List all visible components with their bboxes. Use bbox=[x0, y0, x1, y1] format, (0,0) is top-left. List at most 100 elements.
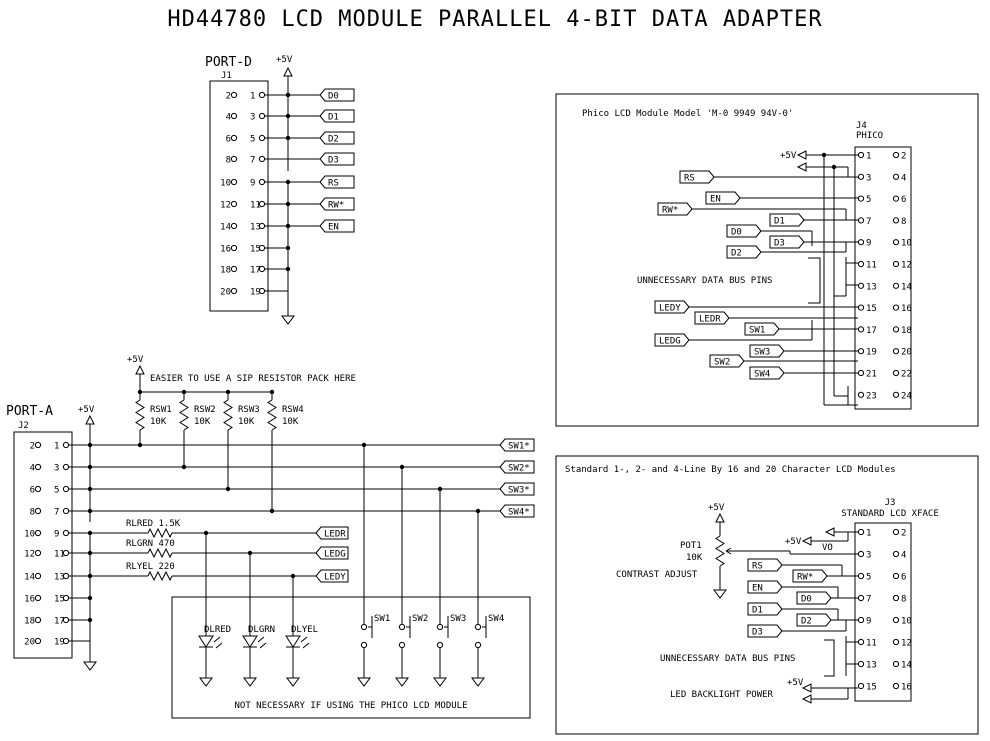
pin-circle bbox=[892, 326, 900, 333]
pin-circle bbox=[474, 641, 482, 649]
j1-vcc-label: +5V bbox=[276, 55, 293, 65]
j1-pin-odd: 19 bbox=[250, 288, 261, 298]
pin-circle bbox=[258, 91, 266, 99]
j1-pin-even: 14 bbox=[220, 223, 231, 233]
pot-vcc-label: +5V bbox=[708, 503, 725, 513]
pin-circle bbox=[892, 594, 900, 602]
j4-pin-odd: 21 bbox=[866, 370, 877, 380]
pin-circle bbox=[230, 155, 238, 163]
switch-name: SW2 bbox=[412, 614, 428, 624]
pin-circle bbox=[892, 550, 900, 558]
led-diode bbox=[242, 635, 258, 648]
j3-pin-odd: 13 bbox=[866, 661, 877, 671]
j3-signal-tag bbox=[747, 580, 783, 594]
pin-circle bbox=[892, 572, 900, 580]
j4-signal-tag-label: D0 bbox=[731, 228, 742, 238]
j4-signal-tag bbox=[769, 235, 805, 249]
switch-net-tag-label: SW3* bbox=[508, 486, 530, 496]
pin-circle bbox=[892, 304, 900, 311]
j2-pin-odd: 5 bbox=[54, 486, 59, 496]
j3-signal-tag-label: EN bbox=[752, 584, 763, 594]
pullup-resistor bbox=[267, 399, 277, 431]
pot-wiper bbox=[725, 547, 732, 555]
standard-box bbox=[555, 455, 979, 735]
pin-circle bbox=[857, 369, 865, 377]
pin-circle bbox=[258, 178, 266, 186]
j1-signal-tag-label: EN bbox=[328, 223, 339, 233]
j4-pin-odd: 19 bbox=[866, 348, 877, 358]
j2-pin-odd: 9 bbox=[54, 530, 59, 540]
ground-symbol bbox=[286, 677, 300, 687]
j4-signal-tag bbox=[705, 191, 741, 205]
led-resistor bbox=[147, 547, 173, 559]
j1-signal-tag-label: D2 bbox=[328, 135, 339, 145]
pullup-value: 10K bbox=[150, 417, 167, 427]
switch-net-tag bbox=[499, 504, 535, 518]
j1-signal-tag-label: RW* bbox=[328, 201, 344, 211]
ground-symbol bbox=[433, 677, 447, 687]
j1-signal-tag bbox=[319, 219, 355, 233]
led-resistor-label: RLGRN 470 bbox=[126, 539, 175, 549]
led-net-tag-label: LEDY bbox=[324, 573, 346, 583]
rsw-vcc-label: +5V bbox=[127, 355, 144, 365]
pin-circle bbox=[892, 369, 900, 377]
j4-pin-even: 10 bbox=[901, 239, 912, 249]
j1-signal-tag-label: D1 bbox=[328, 113, 339, 123]
switch-net-tag-label: SW4* bbox=[508, 508, 530, 518]
switch-name: SW1 bbox=[374, 614, 390, 624]
j3-signal-tag bbox=[792, 569, 828, 583]
pin-circle bbox=[62, 441, 70, 449]
pin-circle bbox=[398, 623, 406, 631]
pin-circle bbox=[34, 485, 42, 493]
pin-circle bbox=[857, 682, 865, 690]
j2-pin-even: 18 bbox=[24, 617, 35, 627]
j3-signal-tag-label: D2 bbox=[801, 617, 812, 627]
led-name: DLYEL bbox=[291, 625, 318, 635]
j3-body bbox=[854, 522, 912, 702]
j3-backlight-arrow bbox=[801, 683, 812, 693]
j3-signal-tag-label: D0 bbox=[801, 595, 812, 605]
j4-gnd-arrow bbox=[796, 162, 807, 172]
pin-circle bbox=[857, 260, 865, 268]
j3-pin-odd: 11 bbox=[866, 639, 877, 649]
pin-circle bbox=[34, 441, 42, 449]
j3-pin-even: 4 bbox=[901, 551, 906, 561]
pin-circle bbox=[857, 151, 865, 159]
pin-circle bbox=[892, 282, 900, 289]
j1-pin-odd: 5 bbox=[250, 135, 255, 145]
rsw-vcc-arrow bbox=[135, 364, 145, 375]
j2-pin-odd: 1 bbox=[54, 442, 59, 452]
j3-signal-tag bbox=[747, 558, 783, 572]
j4-signal-tag-label: D1 bbox=[774, 217, 785, 227]
j1-pin-even: 2 bbox=[226, 92, 231, 102]
j3-pin-even: 6 bbox=[901, 573, 906, 583]
pin-circle bbox=[857, 217, 865, 224]
j2-vcc-arrow bbox=[85, 414, 95, 425]
j4-signal-tag-label: SW4 bbox=[754, 370, 770, 380]
j3-gnd-arrow bbox=[824, 527, 835, 537]
j3-signal-tag bbox=[796, 591, 832, 605]
pot-vcc-arrow bbox=[715, 512, 725, 523]
pin-circle bbox=[892, 195, 900, 202]
pot-name: POT1 bbox=[680, 541, 702, 551]
pin-circle bbox=[360, 623, 368, 631]
pin-circle bbox=[230, 91, 238, 99]
pot-vo-label: VO bbox=[822, 543, 833, 553]
j1-pin-odd: 13 bbox=[250, 223, 261, 233]
j3-backlight-gnd-arrow bbox=[801, 694, 812, 704]
j4-signal-tag bbox=[654, 333, 690, 347]
j1-pin-even: 4 bbox=[226, 113, 231, 123]
switch-name: SW3 bbox=[450, 614, 466, 624]
led-diode bbox=[198, 635, 214, 648]
optional-note: NOT NECESSARY IF USING THE PHICO LCD MOD… bbox=[235, 701, 468, 711]
pin-circle bbox=[857, 326, 865, 333]
standard-caption: Standard 1-, 2- and 4-Line By 16 and 20 … bbox=[565, 465, 896, 475]
j4-body bbox=[854, 146, 912, 410]
j1-signal-tag bbox=[319, 197, 355, 211]
j3-signal-tag-label: RS bbox=[752, 562, 763, 572]
pin-circle bbox=[892, 638, 900, 646]
pin-circle bbox=[857, 195, 865, 202]
pin-circle bbox=[857, 550, 865, 558]
